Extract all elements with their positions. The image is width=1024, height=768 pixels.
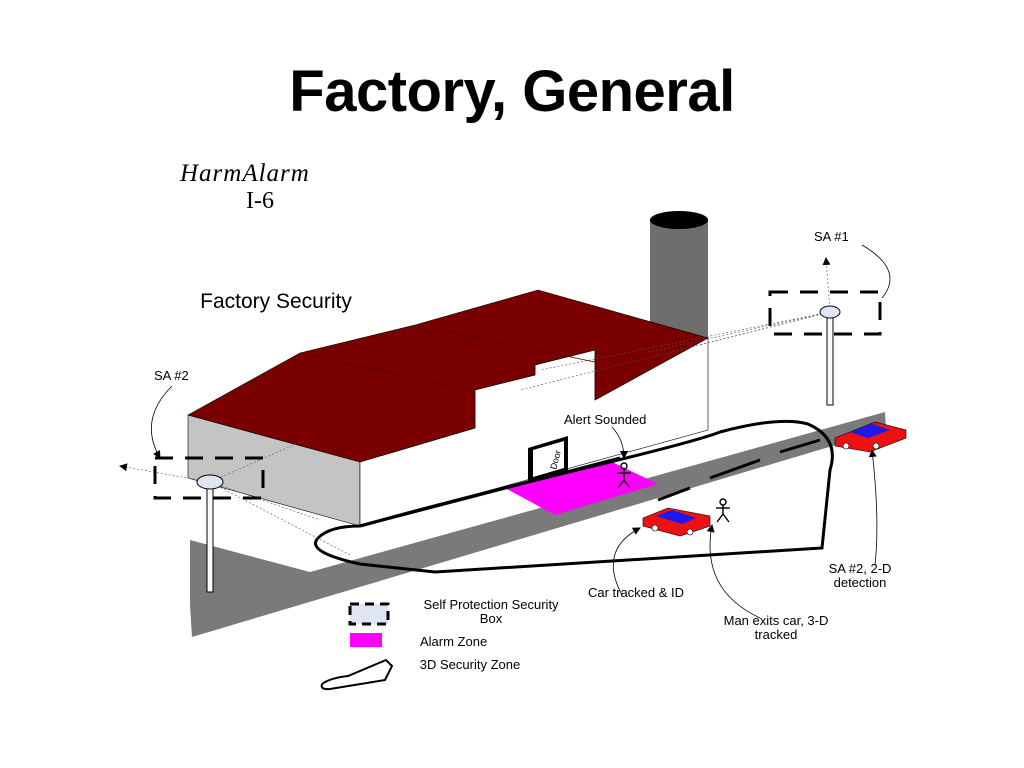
sa2-detection-label: SA #2, 2-D detection xyxy=(828,561,892,590)
road xyxy=(190,412,886,637)
sa1-label: SA #1 xyxy=(814,229,849,244)
callout-arcs xyxy=(150,244,891,619)
sensor-sa2 xyxy=(153,456,265,593)
alarm-zone xyxy=(505,460,658,515)
factory-building xyxy=(187,289,709,527)
security-box-sa1 xyxy=(768,290,882,336)
man-exits-label: Man exits car, 3-D tracked xyxy=(723,613,829,642)
building-label: Factory Security xyxy=(200,290,352,313)
car-tracked xyxy=(642,507,711,537)
dashed-box-icon xyxy=(348,602,390,626)
sensor-sightlines xyxy=(119,257,831,556)
person-exiting-car-icon xyxy=(716,498,730,523)
door: Door xyxy=(528,436,568,483)
door-label: Door xyxy=(548,449,563,470)
security-zone-icon xyxy=(320,658,394,691)
sensor-sa1 xyxy=(768,290,882,406)
slide-title: Factory, General xyxy=(289,59,735,124)
security-box-sa2 xyxy=(153,456,265,500)
sa2-label: SA #2 xyxy=(154,368,189,383)
brand-name: HarmAlarm xyxy=(180,160,310,187)
person-alarm-zone-icon xyxy=(617,462,631,489)
car-tracked-label: Car tracked & ID xyxy=(587,585,685,600)
legend-item-label: 3D Security Zone xyxy=(419,657,521,672)
alert-sounded-label: Alert Sounded xyxy=(564,412,647,427)
car-parked xyxy=(834,421,907,453)
legend-item-label: Alarm Zone xyxy=(420,634,488,649)
brand-code: I-6 xyxy=(246,188,274,214)
magenta-zone-icon xyxy=(350,633,382,647)
chimney xyxy=(650,211,708,340)
legend-item-label: Self Protection Security Box xyxy=(423,597,559,626)
